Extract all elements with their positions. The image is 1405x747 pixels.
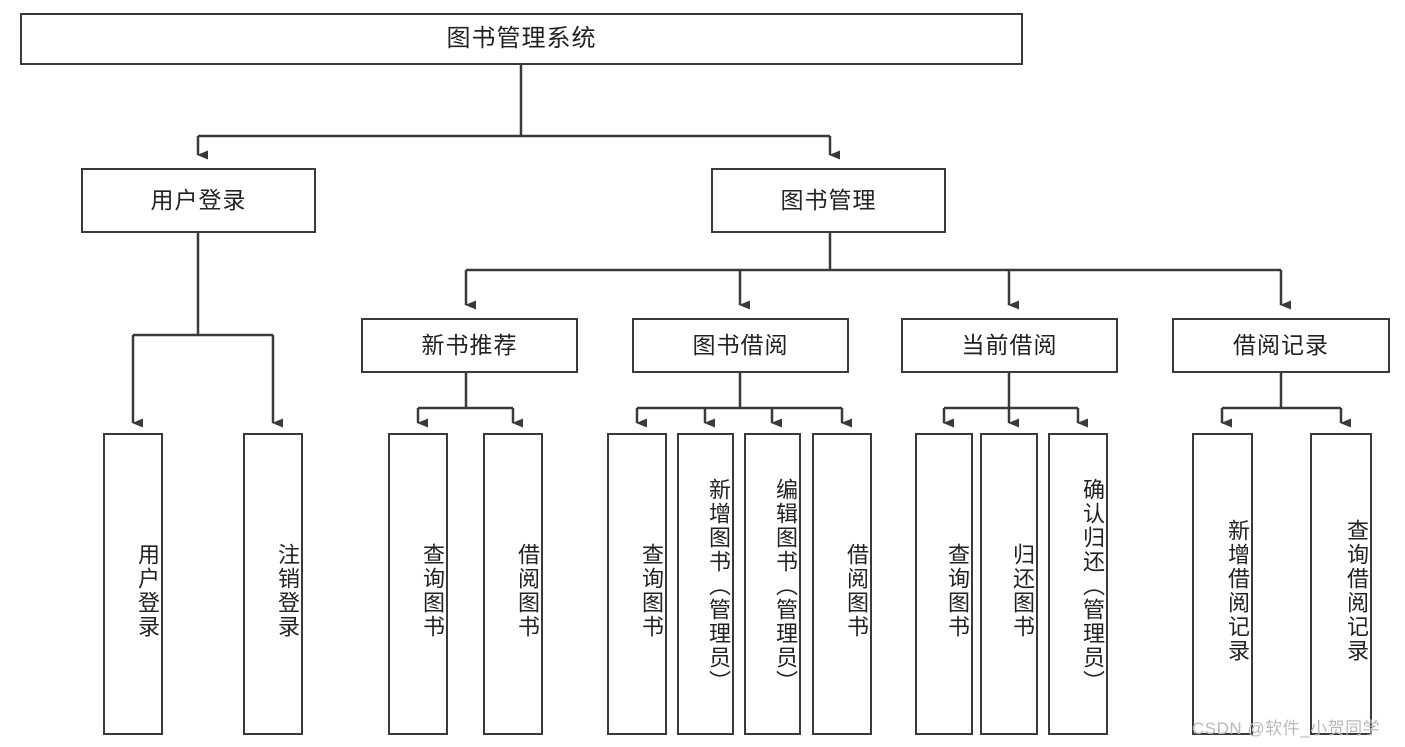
node-book-management[interactable]: 图书管理 (711, 168, 946, 233)
node-leaf-query-book-recommend[interactable]: 查询图书 (388, 433, 448, 735)
node-label: 图书借阅 (692, 331, 789, 358)
node-label: 查询图书 (639, 543, 664, 639)
node-label: 注销登录 (275, 543, 300, 639)
node-leaf-user-login[interactable]: 用户登录 (103, 433, 163, 735)
node-label: 编辑图书（管理员） (773, 478, 798, 694)
node-borrow-record[interactable]: 借阅记录 (1172, 318, 1390, 373)
node-label: 图书管理系统 (446, 24, 597, 52)
node-label: 新增借阅记录 (1225, 519, 1250, 663)
node-leaf-edit-book-admin[interactable]: 编辑图书（管理员） (744, 433, 801, 735)
node-user-login[interactable]: 用户登录 (81, 168, 316, 233)
node-label: 新书推荐 (421, 331, 518, 358)
node-leaf-borrow-book-borrow[interactable]: 借阅图书 (812, 433, 872, 735)
node-root-book-management-system[interactable]: 图书管理系统 (20, 13, 1023, 65)
node-book-borrow[interactable]: 图书借阅 (632, 318, 849, 373)
node-label: 新增图书（管理员） (706, 478, 731, 694)
csdn-watermark: CSDN @软件_小贺同学 (1192, 719, 1381, 738)
node-leaf-logout-login[interactable]: 注销登录 (243, 433, 303, 735)
node-leaf-add-borrow-record[interactable]: 新增借阅记录 (1192, 433, 1253, 735)
node-leaf-add-book-admin[interactable]: 新增图书（管理员） (677, 433, 734, 735)
node-label: 借阅图书 (844, 543, 869, 639)
node-leaf-query-book-borrow[interactable]: 查询图书 (607, 433, 667, 735)
node-leaf-confirm-return-admin[interactable]: 确认归还（管理员） (1048, 433, 1108, 735)
node-label: 借阅记录 (1233, 331, 1329, 358)
node-label: 确认归还（管理员） (1080, 478, 1105, 694)
node-label: 用户登录 (135, 543, 160, 639)
node-leaf-borrow-book-recommend[interactable]: 借阅图书 (483, 433, 543, 735)
node-label: 当前借阅 (961, 331, 1058, 358)
node-leaf-return-book[interactable]: 归还图书 (980, 433, 1038, 735)
node-label: 用户登录 (150, 186, 247, 213)
node-new-book-recommend[interactable]: 新书推荐 (361, 318, 578, 373)
node-label: 归还图书 (1010, 543, 1035, 639)
node-current-borrow[interactable]: 当前借阅 (901, 318, 1118, 373)
node-label: 借阅图书 (515, 543, 540, 639)
node-leaf-query-book-current[interactable]: 查询图书 (915, 433, 973, 735)
node-label: 查询借阅记录 (1344, 519, 1369, 663)
node-label: 查询图书 (945, 543, 970, 639)
node-label: 查询图书 (420, 543, 445, 639)
node-label: 图书管理 (780, 186, 877, 213)
node-leaf-query-borrow-record[interactable]: 查询借阅记录 (1310, 433, 1372, 735)
